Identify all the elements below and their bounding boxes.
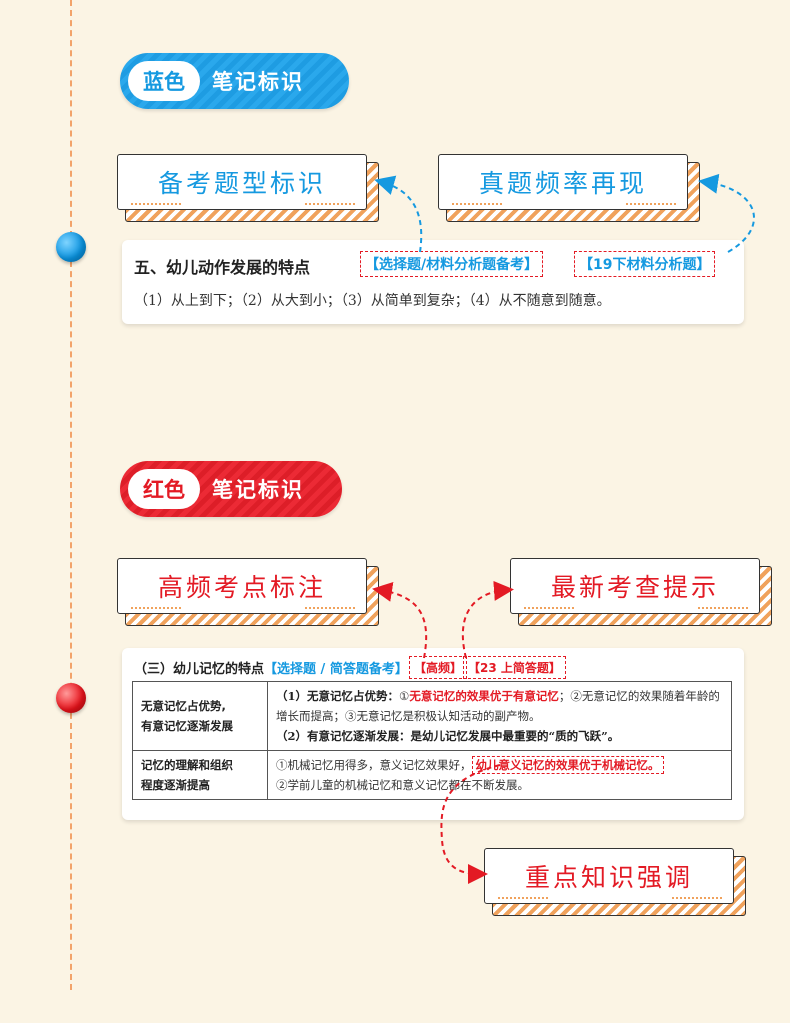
row1-highlight: 无意记忆的效果优于有意记忆 [409, 689, 559, 703]
row1-text-a: ① [399, 689, 410, 703]
margin-dashed-line [70, 0, 72, 990]
red-section-header: 红色 笔记标识 [120, 461, 342, 517]
row1-key-line1: 无意记忆占优势, [141, 699, 226, 713]
blue-section-header: 蓝色 笔记标识 [120, 53, 349, 109]
blue-bullet-icon [56, 232, 86, 262]
red-bullet-icon [56, 683, 86, 713]
label-frequency-text: 真题频率再现 [478, 169, 647, 198]
row1-heading2: （2）有意记忆逐渐发展：是幼儿记忆发展中最重要的“质的飞跃”。 [276, 729, 620, 743]
red-tag-high-frequency: 【高频】 [409, 656, 468, 679]
row2-highlight: 幼儿意义记忆的效果优于机械记忆。 [471, 756, 664, 774]
red-tag-latest-exam: 【23 上简答题】 [463, 656, 566, 679]
label-exam-type: 备考题型标识 [117, 154, 379, 222]
label-exam-type-text: 备考题型标识 [157, 169, 326, 198]
table-row: 记忆的理解和组织 程度逐渐提高 ①机械记忆用得多，意义记忆效果好，幼儿意义记忆的… [132, 750, 732, 800]
row2-text2: ②学前儿童的机械记忆和意义记忆都在不断发展。 [276, 778, 529, 792]
label-latest-exam: 最新考查提示 [510, 558, 772, 626]
label-key-knowledge-text: 重点知识强调 [524, 863, 693, 892]
row1-text-c: ；②无意记忆的效果随着年龄的增长而提高；③无意记忆是积极认知活动的副产物。 [276, 689, 720, 723]
memory-table: 无意记忆占优势, 有意记忆逐渐发展 （1）无意记忆占优势：①无意记忆的效果优于有… [132, 681, 732, 800]
blue-tag-frequency: 【19下材料分析题】 [574, 251, 716, 277]
blue-content-box: 五、幼儿动作发展的特点 【选择题/材料分析题备考】 【19下材料分析题】 （1）… [122, 240, 744, 324]
row1-key-line2: 有意记忆逐渐发展 [141, 719, 233, 733]
red-header-title: 笔记标识 [212, 478, 304, 502]
label-frequency: 真题频率再现 [438, 154, 700, 222]
red-content-title: （三）幼儿记忆的特点 [134, 662, 265, 677]
blue-content-body: （1）从上到下；（2）从大到小；（3）从简单到复杂；（4）从不随意到随意。 [134, 293, 611, 309]
red-tag-exam-type: 【选择题 / 简答题备考】 [264, 662, 408, 677]
row1-heading1: （1）无意记忆占优势： [276, 689, 400, 703]
blue-tag-exam-type: 【选择题/材料分析题备考】 [360, 251, 544, 277]
row2-key-line2: 程度逐渐提高 [141, 778, 210, 792]
label-high-frequency: 高频考点标注 [117, 558, 379, 626]
red-tag: 红色 [128, 469, 200, 509]
row2-text1: ①机械记忆用得多，意义记忆效果好， [276, 758, 472, 772]
label-high-frequency-text: 高频考点标注 [157, 573, 326, 602]
red-content-box: （三）幼儿记忆的特点【选择题 / 简答题备考】 【高频】 【23 上简答题】 无… [122, 648, 744, 820]
blue-tag: 蓝色 [128, 61, 200, 101]
blue-header-title: 笔记标识 [212, 70, 304, 94]
blue-content-title: 五、幼儿动作发展的特点 [134, 258, 311, 277]
label-key-knowledge: 重点知识强调 [484, 848, 746, 916]
row2-key-line1: 记忆的理解和组织 [141, 758, 233, 772]
label-latest-exam-text: 最新考查提示 [550, 573, 719, 602]
table-row: 无意记忆占优势, 有意记忆逐渐发展 （1）无意记忆占优势：①无意记忆的效果优于有… [132, 681, 732, 751]
